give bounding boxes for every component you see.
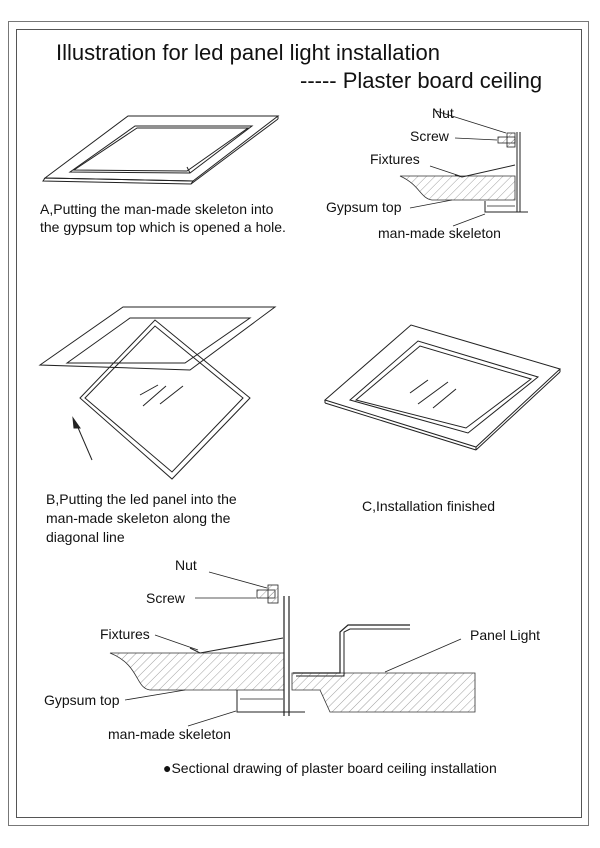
installed-panel-drawing — [323, 324, 561, 451]
small-label-gypsum-top: Gypsum top — [326, 199, 402, 215]
step-c-caption: C,Installation finished — [362, 498, 496, 514]
step-b-caption-line-3: diagonal line — [46, 529, 125, 545]
step-b-caption-line-1: B,Putting the led panel into the — [46, 491, 237, 507]
section-label-panel-light: Panel Light — [470, 627, 541, 643]
skeleton-frame-drawing — [42, 115, 280, 185]
small-label-nut: Nut — [432, 105, 454, 121]
section-caption: ●Sectional drawing of plaster board ceil… — [163, 760, 497, 776]
outer-border — [8, 21, 589, 826]
section-label-nut: Nut — [175, 557, 197, 573]
title-line-1: Illustration for led panel light install… — [56, 40, 441, 65]
small-label-skeleton: man-made skeleton — [378, 225, 501, 241]
section-label-screw: Screw — [146, 590, 185, 606]
small-label-fixtures: Fixtures — [370, 151, 420, 167]
title-line-2: ----- Plaster board ceiling — [300, 68, 543, 93]
step-a-caption-line-1: A,Putting the man-made skeleton into — [40, 201, 274, 217]
section-label-gypsum-top: Gypsum top — [44, 692, 120, 708]
step-a-caption-line-2: the gypsum top which is opened a hole. — [40, 219, 286, 235]
small-section-drawing — [399, 110, 528, 227]
section-label-fixtures: Fixtures — [100, 626, 150, 642]
main-section-drawing — [109, 571, 476, 727]
section-label-skeleton: man-made skeleton — [108, 726, 231, 742]
panel-insertion-drawing — [38, 306, 277, 480]
step-b-caption-line-2: man-made skeleton along the — [46, 510, 231, 526]
small-label-screw: Screw — [410, 128, 449, 144]
inner-border — [16, 29, 582, 818]
